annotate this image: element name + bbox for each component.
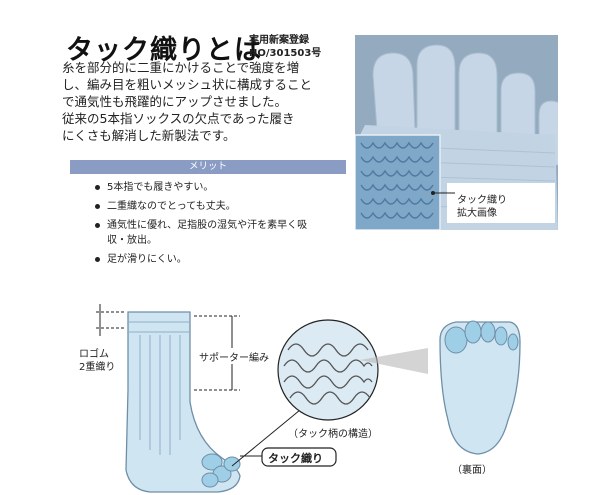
registration-number: NO/301503号 [249,48,322,59]
sock-photo [355,35,558,230]
bullet-icon [95,185,100,190]
description-line: し、編み目を粗いメッシュ状に構成すること [62,77,313,92]
merit-heading: メリット [70,160,346,174]
supporter-label: サポーター編み [199,349,269,364]
merit-item: 5本指でも履きやすい。 [95,180,345,195]
rib-label: 2重織り [79,362,116,373]
merit-list: 5本指でも履きやすい。 二重織なのでとっても丈夫。 通気性に優れ、足指股の湿気や… [95,180,345,271]
bullet-icon [95,204,100,209]
photo-label: 拡大画像 [457,208,497,219]
merit-item: 通気性に優れ、足指股の湿気や汗を素早く吸 [95,218,345,233]
merit-item: 二重織なのでとっても丈夫。 [95,199,345,214]
bullet-icon [95,257,100,262]
description-line: で通気性も飛躍的にアップさせました。 [62,94,288,109]
registration-label: 実用新案登録 [249,35,309,46]
description-line: 従来の5本指ソックスの欠点であった履き [62,111,295,126]
page-title: タック織りとは [66,35,262,66]
description: 糸を部分的に二重にかけることで強度を増 し、編み目を粗いメッシュ状に構成すること… [62,59,352,144]
sole-illustration [439,320,521,455]
tuck-structure-circle [231,319,428,467]
merit-item: 足が滑りにくい。 [95,252,345,267]
merit-item-continuation: 収・放出。 [107,235,157,246]
sole-caption: （裏面） [452,465,492,476]
bullet-icon [95,223,100,228]
rib-label: ロゴム [79,349,109,360]
sock-diagram [96,304,521,493]
structure-caption: （タック柄の構造） [288,429,378,440]
photo-label: タック織り [457,195,507,206]
description-line: 糸を部分的に二重にかけることで強度を増 [62,60,300,75]
description-line: にくさも解消した新製法です。 [62,128,236,143]
sock-illustration [125,311,241,493]
tuck-label: タック織り [268,452,323,465]
